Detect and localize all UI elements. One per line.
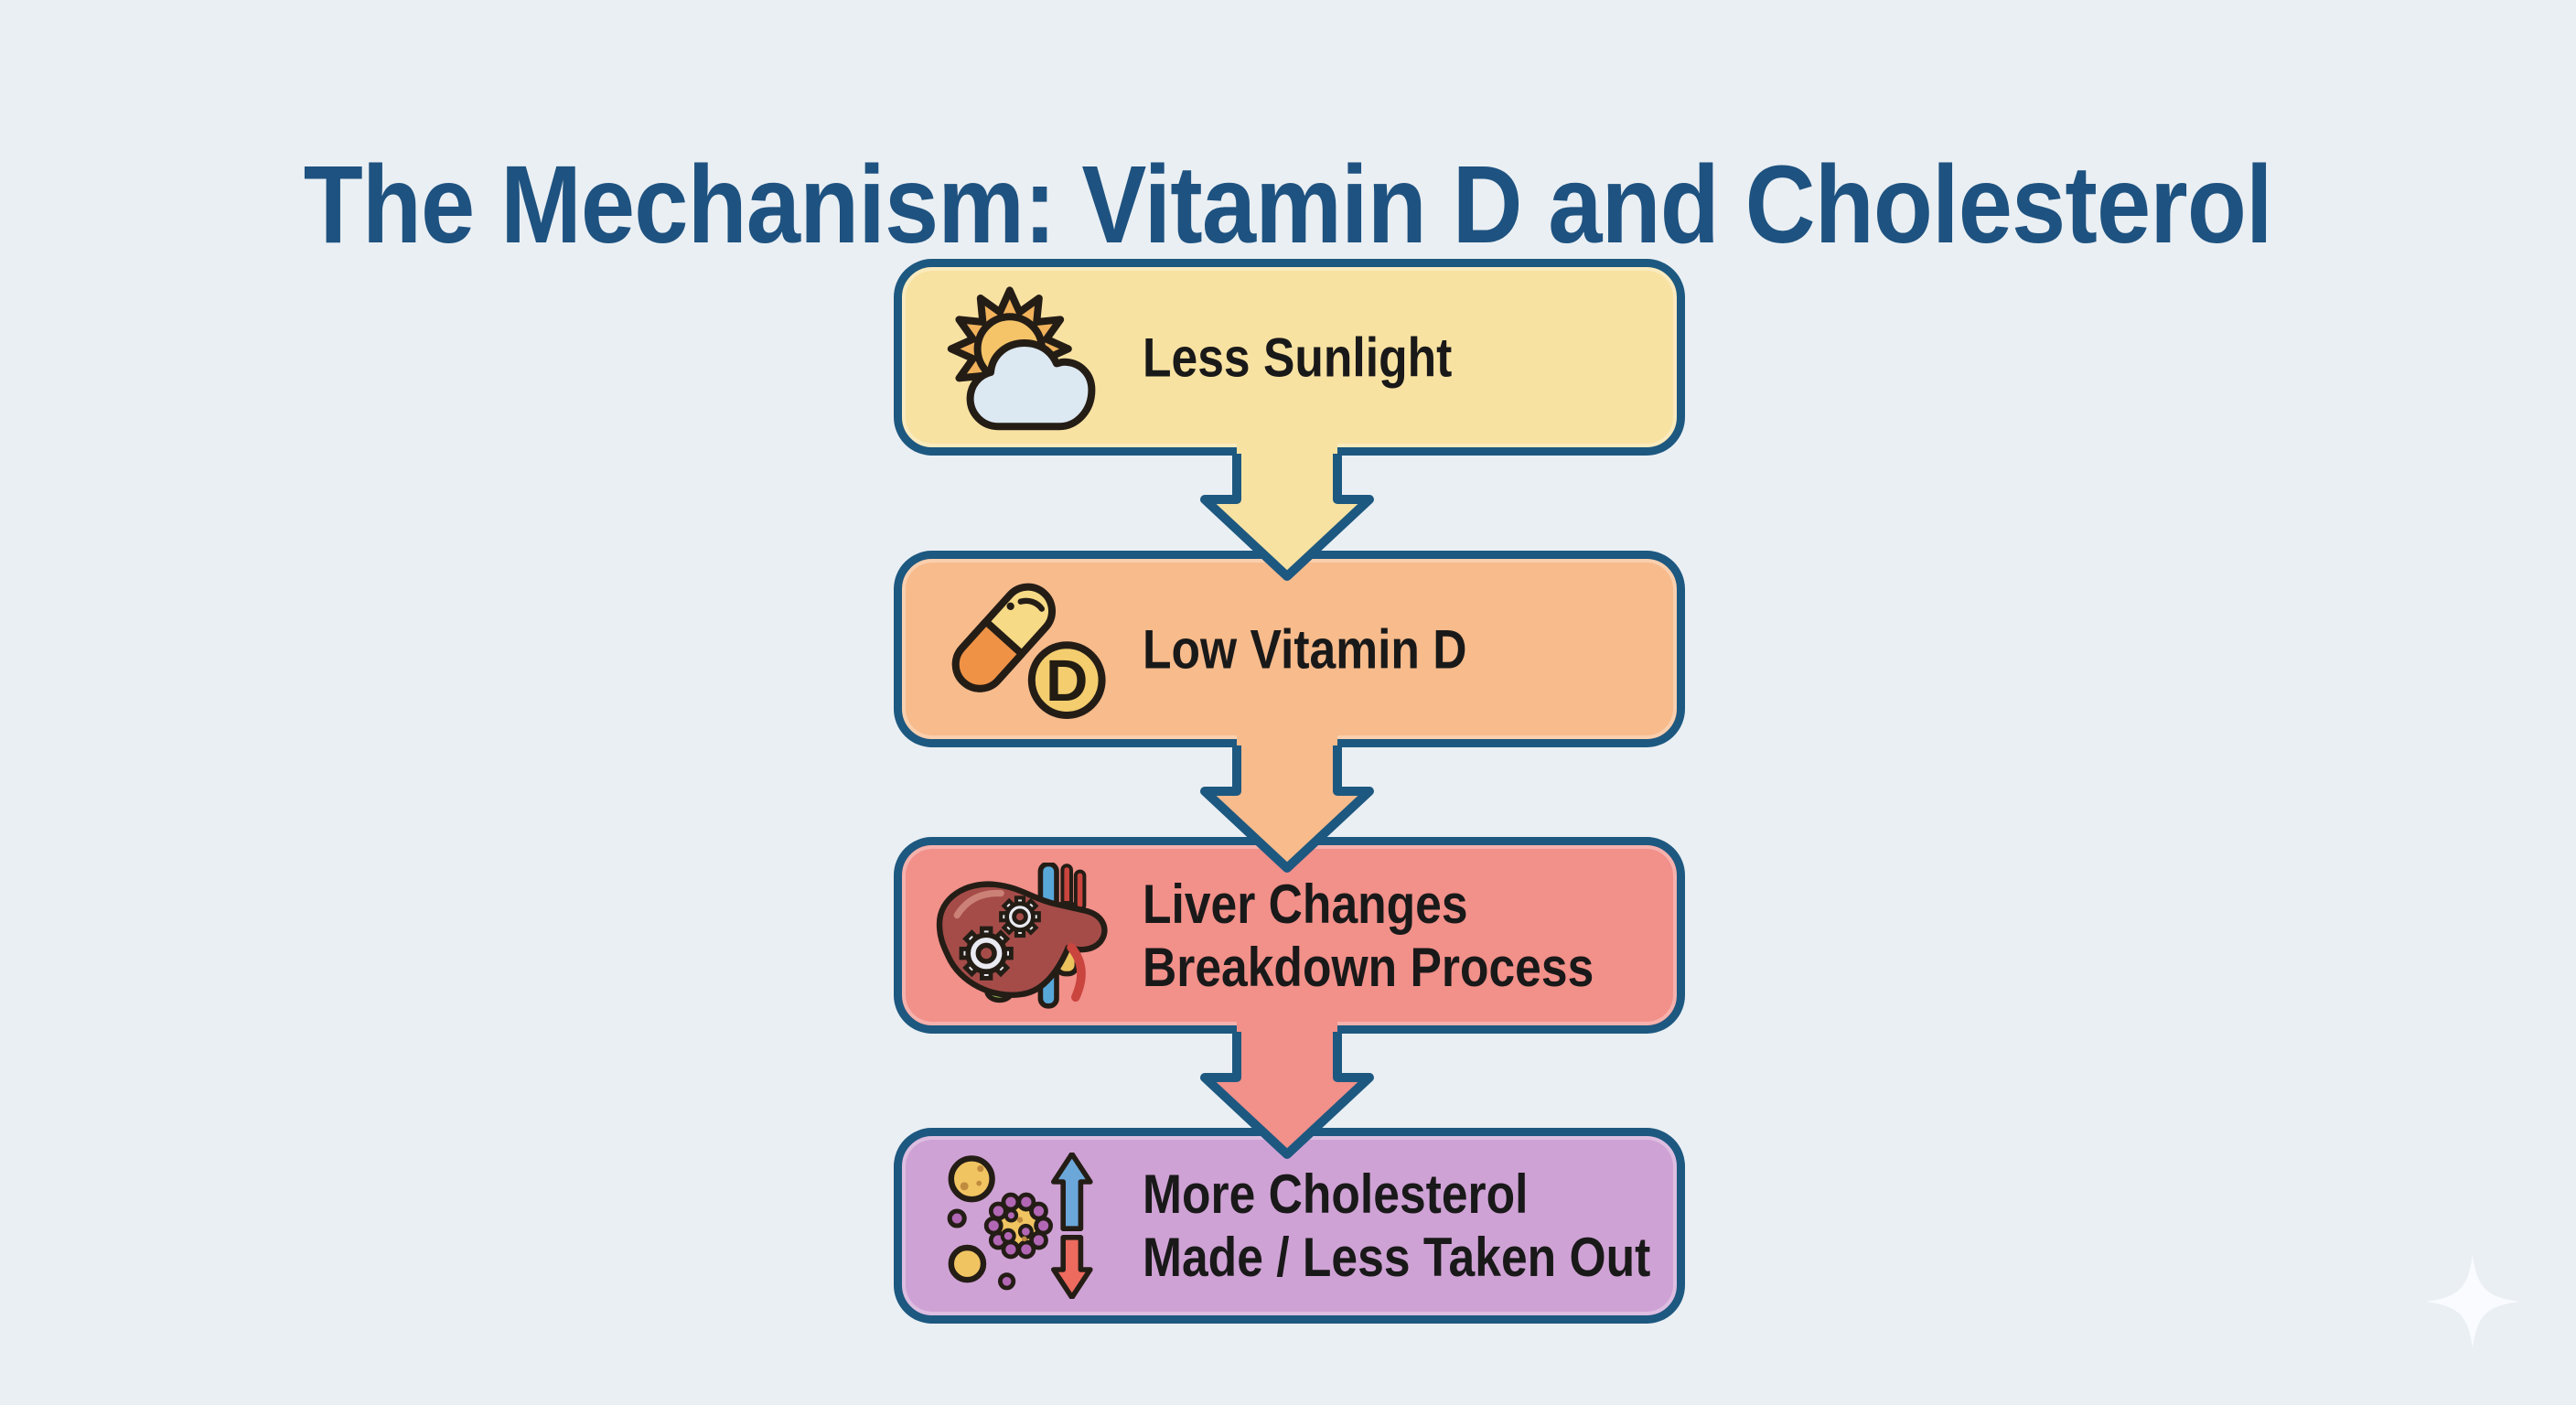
step-label-line2: Made / Less Taken Out xyxy=(1143,1227,1651,1288)
flow-step-more-cholesterol: More Cholesterol Made / Less Taken Out xyxy=(894,1128,1685,1324)
flow-step-label: Low Vitamin D xyxy=(1143,617,1519,681)
step-label-line1: Liver Changes xyxy=(1143,873,1468,935)
sun-behind-cloud-icon xyxy=(928,284,1120,431)
step-label-line1: Less Sunlight xyxy=(1143,327,1453,388)
vitamin-d-capsule-icon: D xyxy=(928,576,1120,723)
sparkle-icon xyxy=(2426,1255,2519,1348)
step-label-line1: Low Vitamin D xyxy=(1143,618,1467,680)
flow-step-low-vitamin-d: D Low Vitamin D xyxy=(894,551,1685,747)
cholesterol-up-down-icon xyxy=(928,1153,1120,1299)
page-title-text: The Mechanism: Vitamin D and Cholesterol xyxy=(303,142,2273,267)
arrow-down-connector-3 xyxy=(1200,1008,1374,1159)
flow-step-label: Less Sunlight xyxy=(1143,326,1502,389)
vitamin-d-letter: D xyxy=(1046,648,1088,713)
flow-step-less-sunlight: Less Sunlight xyxy=(894,259,1685,456)
liver-gears-icon xyxy=(928,862,1120,1009)
flow-step-label: More Cholesterol Made / Less Taken Out xyxy=(1143,1163,1733,1289)
step-label-line1: More Cholesterol xyxy=(1143,1164,1529,1225)
arrow-down-connector-2 xyxy=(1200,722,1374,873)
step-label-line2: Breakdown Process xyxy=(1143,936,1594,998)
arrow-down-connector-1 xyxy=(1200,430,1374,581)
flow-step-label: Liver Changes Breakdown Process xyxy=(1143,873,1668,999)
page-title: The Mechanism: Vitamin D and Cholesterol xyxy=(0,140,2576,268)
